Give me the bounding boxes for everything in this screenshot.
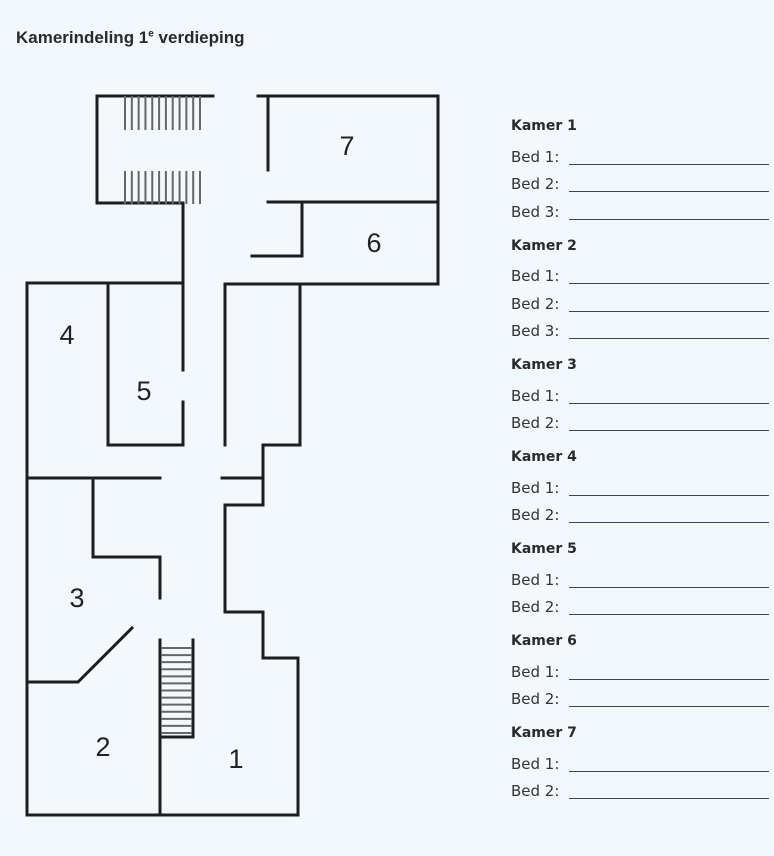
bed-label: Bed 1: [511, 386, 560, 405]
bed-name-field[interactable] [569, 198, 769, 220]
room-title: Kamer 1 [511, 118, 577, 134]
bed-label: Bed 2: [511, 598, 560, 616]
bed-label: Bed 2: [511, 506, 560, 524]
room-block: Kamer 1 Bed 1: Bed 2: Bed 3: [511, 116, 771, 222]
room-block: Kamer 7 Bed 1: Bed 2: [511, 723, 771, 801]
bed-label: Bed 1: [511, 754, 560, 773]
room-block: Kamer 4 Bed 1: Bed 2: [511, 447, 771, 525]
bed-row: Bed 2: [511, 682, 771, 710]
bed-name-field[interactable] [569, 750, 769, 772]
bed-row: Bed 1: [511, 470, 771, 498]
bed-label: Bed 2: [511, 414, 560, 432]
stairs-top [124, 96, 201, 204]
bed-name-field[interactable] [569, 290, 769, 312]
bed-row: Bed 2: [511, 406, 771, 434]
title-superscript: e [148, 28, 154, 40]
bed-row: Bed 1: [511, 378, 771, 406]
bed-label: Bed 1: [511, 662, 560, 681]
room-title: Kamer 6 [511, 633, 577, 649]
bed-row: Bed 2: [511, 167, 771, 195]
bed-row: Bed 2: [511, 498, 771, 526]
room-block: Kamer 6 Bed 1: Bed 2: [511, 631, 771, 709]
bed-row: Bed 1: [511, 654, 771, 682]
room-title: Kamer 7 [511, 725, 577, 741]
bed-name-field[interactable] [569, 502, 769, 523]
floor-plan: 1 2 3 4 5 6 7 [25, 94, 440, 817]
room-block: Kamer 3 Bed 1: Bed 2: [511, 355, 771, 433]
room-title: Kamer 5 [511, 541, 577, 557]
room-number-7: 7 [339, 131, 354, 161]
room-number-6: 6 [366, 228, 381, 258]
bed-row: Bed 1: [511, 139, 771, 167]
bed-label: Bed 1: [511, 147, 560, 166]
bed-label: Bed 2: [511, 175, 560, 193]
title-text: Kamerindeling 1 [16, 28, 149, 47]
bed-label: Bed 2: [511, 294, 560, 313]
bed-name-field[interactable] [569, 382, 769, 404]
bed-name-field[interactable] [569, 686, 769, 707]
room-assignment-form: Kamer 1 Bed 1: Bed 2: Bed 3: Kamer 2 Bed 1: Be… [511, 116, 771, 815]
bed-name-field[interactable] [569, 410, 769, 431]
bed-name-field[interactable] [569, 658, 769, 680]
bed-name-field[interactable] [569, 566, 769, 588]
bed-label: Bed 2: [511, 782, 560, 800]
page-title: Kamerindeling 1e verdieping [16, 28, 245, 48]
bed-label: Bed 1: [511, 570, 560, 589]
bed-label: Bed 3: [511, 322, 560, 340]
bed-name-field[interactable] [569, 474, 769, 496]
room-title: Kamer 4 [511, 449, 577, 465]
walls [25, 94, 440, 817]
title-rest: verdieping [153, 28, 245, 47]
room-number-1: 1 [228, 744, 243, 774]
bed-row: Bed 3: [511, 314, 771, 342]
bed-row: Bed 2: [511, 590, 771, 618]
bed-name-field[interactable] [569, 594, 769, 615]
bed-row: Bed 2: [511, 774, 771, 802]
bed-name-field[interactable] [569, 778, 769, 799]
bed-row: Bed 1: [511, 562, 771, 590]
room-number-5: 5 [136, 376, 151, 406]
room-block: Kamer 2 Bed 1: Bed 2: Bed 3: [511, 236, 771, 342]
bed-row: Bed 1: [511, 746, 771, 774]
room-title: Kamer 3 [511, 357, 577, 373]
room-number-2: 2 [95, 732, 110, 762]
bed-name-field[interactable] [569, 171, 769, 192]
room-number-3: 3 [69, 583, 84, 613]
bed-name-field[interactable] [569, 263, 769, 284]
bed-label: Bed 3: [511, 202, 560, 221]
bed-label: Bed 2: [511, 690, 560, 708]
bed-name-field[interactable] [569, 318, 769, 339]
bed-label: Bed 1: [511, 478, 560, 497]
bed-row: Bed 1: [511, 259, 771, 287]
bed-label: Bed 1: [511, 267, 560, 285]
stairs-bottom [161, 647, 192, 734]
bed-row: Bed 2: [511, 286, 771, 314]
bed-name-field[interactable] [569, 143, 769, 165]
room-number-4: 4 [59, 320, 74, 350]
bed-row: Bed 3: [511, 194, 771, 222]
room-block: Kamer 5 Bed 1: Bed 2: [511, 539, 771, 617]
room-title: Kamer 2 [511, 237, 577, 254]
